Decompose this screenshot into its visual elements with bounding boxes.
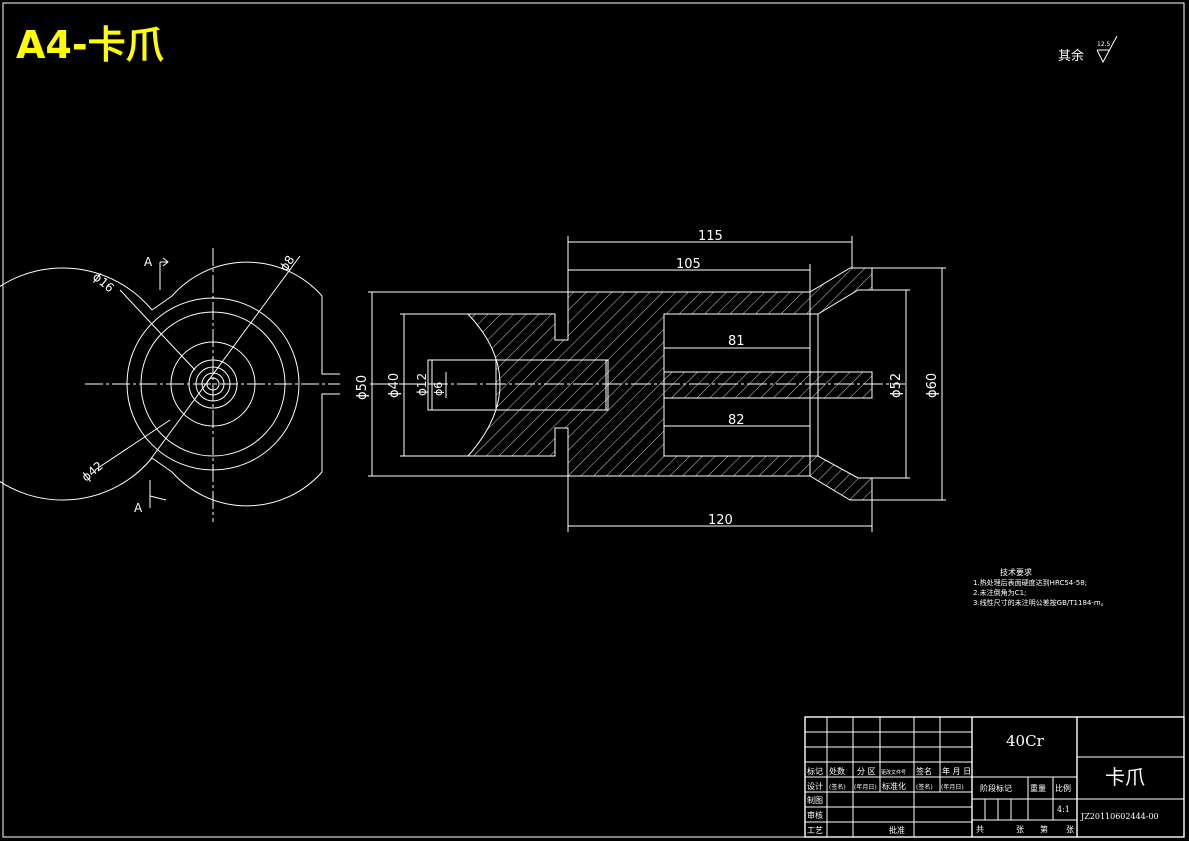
section-mark-top: A bbox=[144, 255, 153, 269]
dim-dia-50: ϕ50 bbox=[355, 375, 370, 400]
svg-text:重量: 重量 bbox=[1030, 783, 1046, 793]
dim-len-81: 81 bbox=[728, 334, 745, 349]
svg-text:更改文件号: 更改文件号 bbox=[881, 769, 906, 776]
surface-note-label: 其余 bbox=[1058, 48, 1084, 64]
tech-req-item-1: 1.热处理后表面硬度达到HRC54-58; bbox=[973, 578, 1087, 587]
drawing-number: JZ20110602444-00 bbox=[1080, 812, 1159, 821]
svg-text:设计: 设计 bbox=[807, 781, 823, 791]
svg-text:批准: 批准 bbox=[889, 825, 905, 835]
surface-roughness-note: 其余 12.5 bbox=[1058, 35, 1118, 64]
svg-text:张: 张 bbox=[1016, 825, 1024, 834]
svg-text:第: 第 bbox=[1040, 824, 1048, 834]
material-text: 40Cr bbox=[1006, 732, 1045, 750]
tech-req-item-2: 2.未注倒角为C1; bbox=[973, 588, 1026, 597]
dim-d8: ϕ8 bbox=[277, 253, 297, 274]
svg-text:(年月日): (年月日) bbox=[854, 783, 877, 791]
surface-note-value: 12.5 bbox=[1097, 41, 1111, 48]
svg-text:制图: 制图 bbox=[807, 795, 823, 805]
part-name-text: 卡爪 bbox=[1105, 765, 1145, 789]
dim-len-82: 82 bbox=[728, 413, 745, 428]
svg-text:分 区: 分 区 bbox=[857, 767, 876, 776]
svg-text:(签名): (签名) bbox=[829, 783, 846, 791]
dim-dia-60: ϕ60 bbox=[925, 373, 940, 398]
dim-dia-12: ϕ12 bbox=[415, 373, 429, 396]
svg-text:阶段标记: 阶段标记 bbox=[980, 783, 1012, 793]
tech-req-heading: 技术要求 bbox=[1000, 567, 1032, 577]
dim-d42: ϕ42 bbox=[79, 459, 106, 485]
section-view: 115 105 81 82 120 ϕ50 ϕ40 ϕ12 ϕ6 ϕ52 ϕ60 bbox=[355, 229, 946, 532]
svg-text:处数: 处数 bbox=[829, 766, 845, 776]
svg-text:(年月日): (年月日) bbox=[941, 783, 964, 791]
svg-text:共: 共 bbox=[976, 825, 984, 834]
svg-text:签名: 签名 bbox=[916, 766, 932, 776]
svg-text:(签名): (签名) bbox=[916, 783, 933, 791]
svg-text:标记: 标记 bbox=[807, 766, 823, 776]
dim-dia-40: ϕ40 bbox=[387, 373, 402, 398]
dim-dia-52: ϕ52 bbox=[889, 373, 904, 398]
end-view: A A ϕ16 ϕ8 ϕ42 bbox=[0, 248, 340, 522]
svg-text:标准化: 标准化 bbox=[882, 781, 906, 791]
svg-text:比例: 比例 bbox=[1055, 783, 1071, 793]
title-block: 标记 处数 分 区 更改文件号 签名 年 月 日 设计 (签名) (年月日) 标… bbox=[804, 716, 1185, 838]
dim-d16: ϕ16 bbox=[90, 270, 117, 296]
scale-text: 4:1 bbox=[1057, 805, 1070, 814]
svg-text:年 月 日: 年 月 日 bbox=[942, 766, 971, 776]
dim-len-115: 115 bbox=[698, 229, 723, 244]
section-mark-bottom: A bbox=[134, 501, 143, 515]
dim-len-120: 120 bbox=[708, 513, 733, 528]
svg-text:工艺: 工艺 bbox=[807, 826, 823, 835]
svg-text:张: 张 bbox=[1066, 825, 1074, 834]
svg-text:审核: 审核 bbox=[807, 810, 823, 820]
dim-dia-6: ϕ6 bbox=[432, 382, 445, 396]
dim-len-105: 105 bbox=[676, 257, 701, 272]
tech-req-item-3: 3.线性尺寸的未注明公差按GB/T1184-m。 bbox=[973, 598, 1108, 607]
sheet-title: A4-卡爪 bbox=[16, 23, 164, 67]
tech-requirements: 技术要求 1.热处理后表面硬度达到HRC54-58; 2.未注倒角为C1; 3.… bbox=[973, 567, 1108, 607]
roughness-symbol-icon bbox=[1096, 35, 1118, 64]
